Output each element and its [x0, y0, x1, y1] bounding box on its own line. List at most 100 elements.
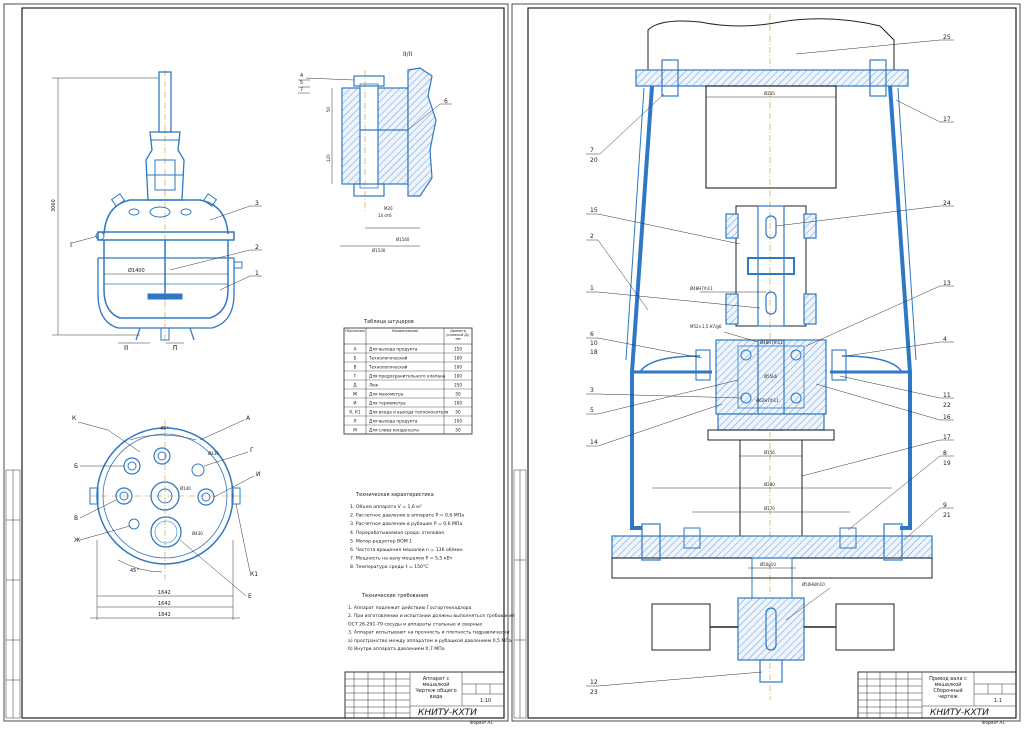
dim-d156: Ø156 [764, 450, 775, 455]
height-dim-text: 3060 [51, 199, 57, 212]
tech-req-line: б) Внутри аппарата давлением 0,7 МПа [348, 646, 445, 652]
dim-m20: M20 [384, 206, 393, 211]
title-format-2: Формат А1 [982, 720, 1005, 725]
dim-fit-50: Ø50H8/h10 [802, 582, 825, 587]
callout-s2-8: 8 [943, 450, 947, 457]
nozzle-table-cell: В [354, 365, 357, 370]
tech-char-line: 4. Перерабатываемая среда: этиловая [350, 530, 444, 536]
nozzle-table-cell: Для слива конденсата [369, 428, 419, 433]
drive-dimensions: Ø235 Ø48H7/h11 M52×1,5 H7/g6 Ø48H7/h11 Ø… [652, 91, 892, 621]
dim-1842: 1842 [158, 612, 171, 618]
nozzle-table-cell: 50 [455, 428, 461, 433]
plan-outer-circle [96, 427, 234, 565]
nozzle-table-cell: 100 [454, 401, 462, 406]
top-bolt-right [869, 59, 887, 97]
vessel-shell [103, 240, 229, 319]
dim-1642b: 1642 [158, 601, 171, 607]
dim-d1540: Ø1540 [396, 237, 410, 242]
letter-V: В [74, 515, 78, 522]
sheet-1-border [3, 3, 509, 722]
vessel-lid [103, 199, 229, 235]
nozzle-table-cell: Люк [369, 383, 379, 388]
nozzle-table-cell: Для манометра [369, 392, 404, 397]
nozzle-table-cell: 100 [454, 374, 462, 379]
title-scale-2: 1:1 [994, 698, 1002, 704]
view-label-L: Л [172, 344, 177, 352]
nozzle-table-cell: 100 [454, 365, 462, 370]
nozzle-table-cell: И [353, 401, 356, 406]
title-scale-1: 1:10 [480, 698, 491, 704]
nozzle-V [115, 487, 133, 505]
dim-h120: 120 [326, 154, 331, 162]
letter-K1: К1 [250, 571, 258, 578]
sheet-2-margin-strips [513, 469, 527, 719]
letter-K: К [72, 415, 77, 422]
tech-requirements: Технические требования 1. Аппарат подлеж… [348, 593, 515, 652]
nozzle-table-header: Обозначение [345, 329, 365, 333]
body-flange [97, 231, 235, 241]
stirrer-blade [147, 293, 183, 300]
callout-s2-5: 5 [590, 407, 594, 414]
dim-d235: Ø235 [764, 91, 775, 96]
hatch-port [149, 206, 171, 218]
view-label-I: I [70, 241, 72, 249]
callout-s2-22: 22 [943, 402, 951, 409]
manhole [150, 516, 182, 548]
letter-B: Б [74, 463, 78, 470]
lid-nozzle-right [202, 193, 218, 207]
callout-s2-7: 7 [590, 147, 594, 154]
callout-s2-20: 20 [590, 157, 598, 164]
coupling-housing [735, 205, 807, 327]
callout-2: 2 [255, 244, 259, 251]
plan-center-port [150, 481, 180, 511]
callout-s2-10: 10 [590, 340, 598, 347]
reducer-body [705, 85, 837, 189]
nozzle-table-title: Таблица штуцеров [363, 319, 414, 325]
dim-d430b: Ø430 [192, 531, 203, 536]
callout-s2-21: 21 [943, 512, 951, 519]
tech-req-line: 1. Аппарат подлежит действию Госгортехна… [348, 604, 472, 611]
dim-d1530: Ø1530 [372, 248, 386, 253]
tech-char-line: 3. Расчетное давление в рубашке P = 0,6 … [350, 521, 462, 527]
dim-d1400: Ø1400 [128, 267, 145, 274]
callout-s2-25: 25 [943, 34, 951, 41]
dim-d430: Ø430 [208, 451, 219, 456]
callout-s2-6: 6 [590, 331, 594, 338]
letter-G: Г [250, 447, 254, 454]
tech-char-line: 2. Расчетное давление в аппарате P = 0,6… [350, 513, 464, 519]
tech-char-line: 8. Температура среды t = 150°С [350, 564, 428, 570]
dim-fit-52: M52×1,5 H7/g6 [690, 324, 722, 329]
tech-req-line: 3. Аппарат испытывают на прочность и пло… [348, 630, 509, 636]
flange-right [377, 87, 409, 185]
title-name-2: Привод вала с мешалкой Сборочный чертеж [929, 676, 967, 700]
nozzle-table-cell: 100 [454, 419, 462, 424]
callout-s2-16: 16 [943, 414, 951, 421]
nozzle-G [191, 463, 205, 477]
nozzle-table-cell: Б [354, 356, 357, 361]
nozzle-B [123, 457, 141, 475]
callout-s2-1: 1 [590, 285, 594, 292]
plan-inner-circle [102, 433, 228, 559]
stand-right-wall [888, 85, 912, 530]
flange-detail-view: II/II 4 5 7 6 50 120 M20 14 отб [298, 51, 452, 253]
dim-fit-48b: Ø48H7/h11 [760, 340, 783, 345]
callout-s2-19: 19 [943, 460, 951, 467]
sheet-2-border [511, 3, 1021, 722]
title-org-1: КНИТУ-КХТИ [418, 708, 477, 718]
title-block-2: Привод вала с мешалкой Сборочный чертеж … [857, 671, 1017, 725]
dim-fit-48a: Ø48H7/h11 [690, 286, 713, 291]
sheet-1-margin-strips [5, 469, 21, 719]
lid-nozzle-left [110, 193, 126, 207]
letter-I: И [256, 471, 261, 478]
callout-7: 7 [300, 87, 303, 93]
nozzle-table-cell: Для предохранительного клапана [369, 374, 446, 379]
nozzle-table-cell: 150 [454, 347, 462, 352]
tech-char-line: 5. Мотор-редуктор ВОМ 1 [350, 538, 412, 544]
nozzle-table-cell: М [353, 428, 357, 433]
dim-fit-55: Ø55k6 [764, 374, 778, 379]
angle-45-bottom: 45° [130, 568, 139, 574]
bottom-nozzle [160, 327, 170, 341]
nozzle-table-cell: Г [354, 374, 357, 379]
nozzle-A [153, 447, 171, 465]
